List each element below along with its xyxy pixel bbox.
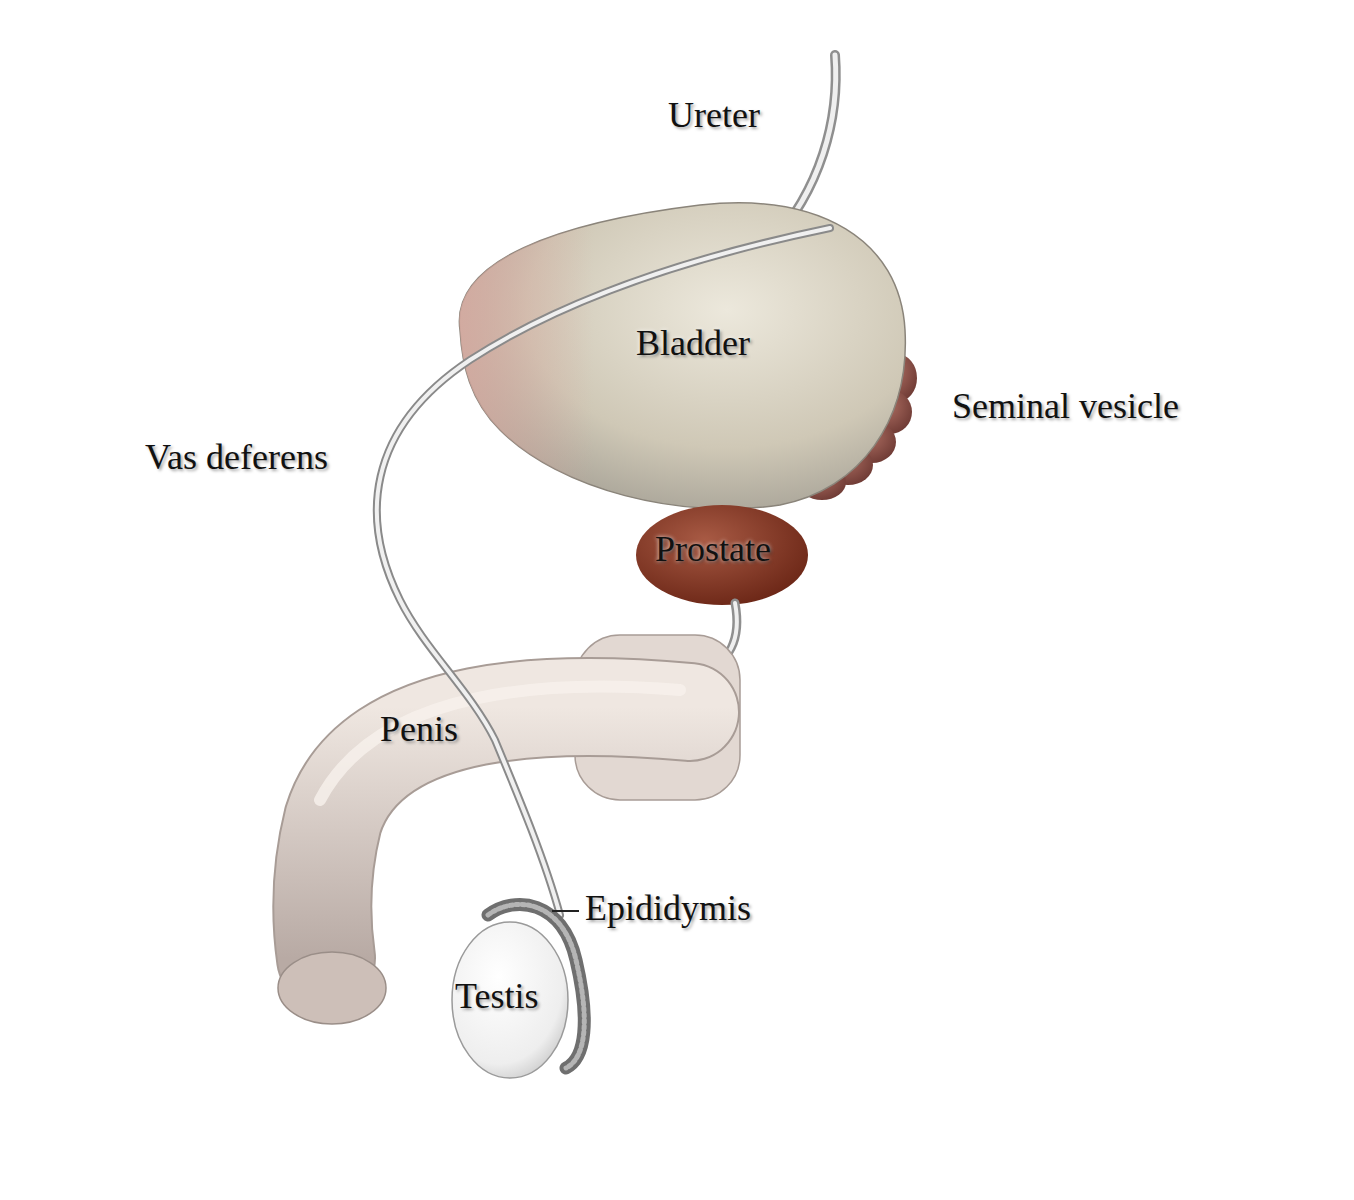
bladder-shading: [459, 203, 905, 509]
vas-deferens-highlight: [377, 228, 830, 915]
part-label: Ureter: [668, 96, 760, 136]
vas-deferens-tube: [377, 228, 830, 915]
part-label: Seminal vesicle: [952, 387, 1179, 427]
leader-line: [552, 910, 579, 912]
part-label: Epididymis: [585, 889, 751, 929]
part-label: Prostate: [655, 530, 771, 570]
part-label: Bladder: [636, 324, 750, 364]
part-label: Penis: [380, 710, 458, 750]
part-label: Testis: [455, 977, 538, 1017]
part-label: Vas deferens: [145, 438, 328, 478]
prostate-organ: [636, 505, 808, 605]
testis-organ: [452, 922, 568, 1078]
bladder-organ: [459, 203, 905, 509]
